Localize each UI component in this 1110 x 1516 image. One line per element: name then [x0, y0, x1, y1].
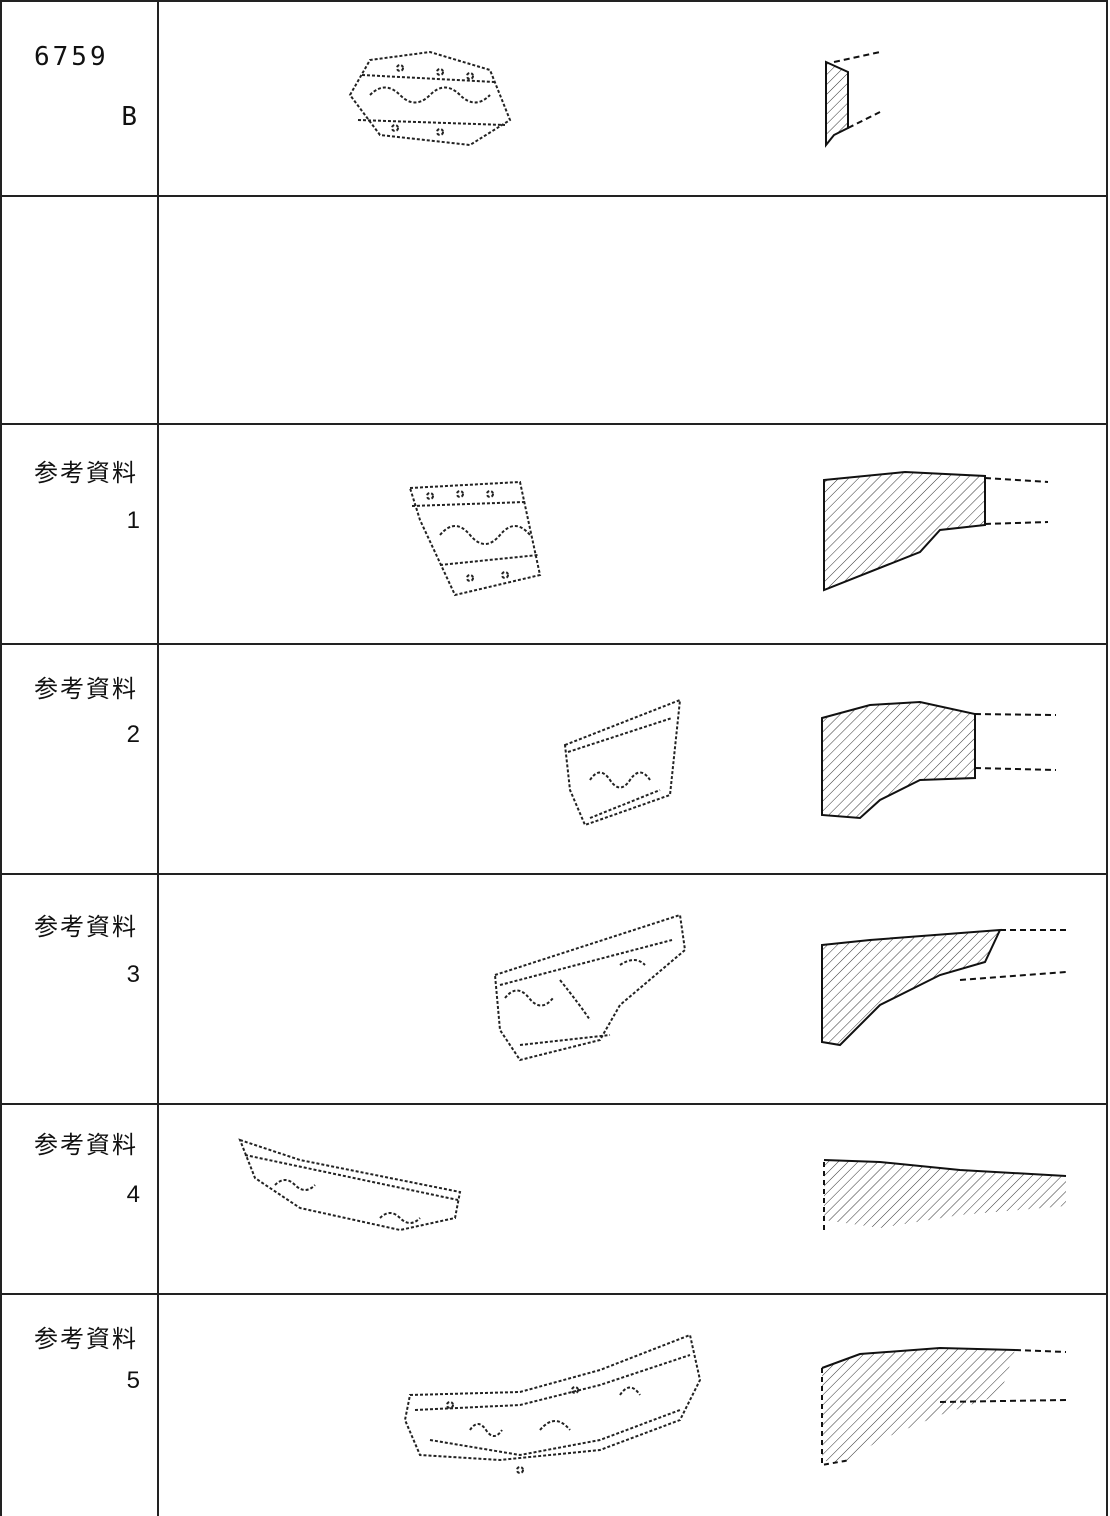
- row-divider: [0, 423, 1108, 425]
- profile-section-1: [823, 470, 1049, 592]
- row-id: 参考資料: [34, 1326, 138, 1353]
- profile-section-6759b: [825, 51, 881, 148]
- rubbing-sherd-1: [408, 480, 542, 597]
- catalog-row: 参考資料 3: [0, 875, 1110, 1103]
- catalog-row: 参考資料 4: [0, 1105, 1110, 1293]
- row-id: 参考資料: [34, 460, 138, 487]
- row-id: 6759: [34, 42, 109, 72]
- catalog-row: 参考資料 1: [0, 425, 1110, 643]
- row-sub: B: [121, 102, 140, 132]
- row-divider: [0, 1103, 1108, 1105]
- rubbing-sherd-6759b: [348, 50, 512, 147]
- column-divider: [157, 0, 159, 1516]
- profile-section-5: [821, 1346, 1067, 1467]
- outer-border-left: [0, 0, 2, 1516]
- profile-section-4: [823, 1159, 1067, 1230]
- outer-border-right: [1106, 0, 1108, 1516]
- row-id: 参考資料: [34, 914, 138, 941]
- row-sub: 4: [126, 1181, 140, 1208]
- row-id: 参考資料: [34, 676, 138, 703]
- row-divider: [0, 1293, 1108, 1295]
- row-divider: [0, 643, 1108, 645]
- row-divider: [0, 195, 1108, 197]
- catalog-row: 6759 B: [0, 0, 1110, 195]
- catalog-row: 参考資料 5: [0, 1295, 1110, 1516]
- profile-section-2: [821, 700, 1057, 820]
- row-id: 参考資料: [34, 1132, 138, 1159]
- row-sub: 5: [126, 1367, 140, 1394]
- rubbing-sherd-3: [493, 913, 687, 1062]
- row-sub: 2: [126, 721, 140, 748]
- profile-section-3: [821, 928, 1067, 1047]
- rubbing-sherd-4: [238, 1138, 462, 1232]
- row-sub: 1: [126, 507, 140, 534]
- rubbing-sherd-2: [563, 698, 682, 827]
- outer-border-top: [0, 0, 1108, 2]
- catalog-row: 参考資料 2: [0, 645, 1110, 873]
- row-divider: [0, 873, 1108, 875]
- rubbing-sherd-5: [403, 1333, 702, 1474]
- row-sub: 3: [126, 961, 140, 988]
